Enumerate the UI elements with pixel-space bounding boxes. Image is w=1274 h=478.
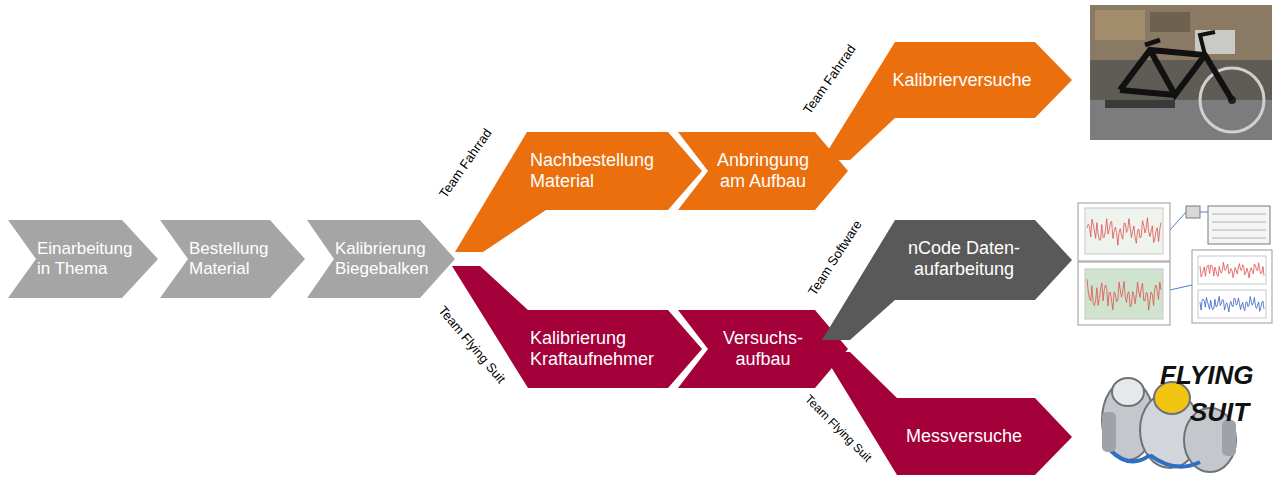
step-label: nCode Daten- aufarbeitung [888,238,1040,280]
ncode-screenshot-part [1085,208,1163,254]
chevron-fill [160,220,305,298]
ncode-screenshot-part [1192,250,1272,323]
signal-traces-part [1200,262,1264,278]
chevron-fill [455,132,702,252]
step-label: Bestellung Material [189,239,285,279]
ncode-screenshot [1078,203,1272,325]
text-area: Kalibrierung Kraftaufnehmer [530,318,666,380]
signal-traces [1087,218,1264,312]
bike-photo-part [1150,12,1190,32]
step-label: Kalibrierung Kraftaufnehmer [530,328,666,370]
bike-photo-part [1145,40,1160,45]
ncode-screenshot-part [1198,290,1266,318]
process-chevron: Anbringung am Aufbau [678,132,848,210]
step-label: Kalibrierung Biegebalken [335,239,433,279]
step-label: Einarbeitung in Thema [37,239,137,279]
signal-traces-part [1087,218,1161,245]
team-label: Team Fahrrad [800,42,859,117]
bike-photo-part [1090,100,1272,140]
step-label: Nachbestellung Material [530,150,666,192]
chevron-fill [307,220,455,298]
bike-photo-part [1095,10,1145,40]
branch-chevron: Nachbestellung Material [455,132,702,252]
text-area: Einarbeitung in Thema [37,226,137,292]
signal-traces-part [1200,296,1264,312]
chevron-fill [822,220,1072,340]
text-area: Bestellung Material [189,226,285,292]
ncode-screenshot-part [1186,206,1200,218]
text-area: Messversuche [888,406,1040,468]
ncode-screenshot-part [1078,203,1170,261]
ncode-screenshot-part [1208,206,1270,244]
chevron-fill [678,132,848,210]
chevron-fill [678,310,848,388]
step-label: Versuchs- aufbau [712,328,814,370]
bike-photo-part [1105,100,1175,108]
ncode-screenshot-part [1085,269,1163,319]
chevron-fill [8,220,158,298]
bike-photo-part [1195,30,1235,54]
bike-photo [1090,5,1272,140]
text-area: Anbringung am Aufbau [712,140,814,202]
bike-photo-part [1090,5,1272,140]
process-chevron: Einarbeitung in Thema [8,220,158,298]
text-area: Nachbestellung Material [530,140,666,202]
branch-chevron: Kalibrierversuche [822,42,1072,160]
step-label: Kalibrierversuche [892,70,1031,91]
text-area: Kalibrierung Biegebalken [335,226,433,292]
ncode-screenshot-part [1212,214,1266,238]
step-label: Anbringung am Aufbau [712,150,814,192]
bike-photo-part [1200,32,1215,55]
branch-chevron: nCode Daten- aufarbeitung [822,220,1072,340]
flying-suit-logo-part [1110,450,1200,467]
signal-traces-part [1087,279,1161,310]
logo-text: SUIT [1190,397,1249,428]
flying-suit-logo-part [1112,378,1144,406]
text-area: Kalibrierversuche [878,50,1046,112]
text-area: nCode Daten- aufarbeitung [888,228,1040,290]
flying-suit-logo-part [1102,412,1116,452]
chevron-shape [822,42,1072,160]
ncode-screenshot-part [1198,256,1266,284]
step-label: Messversuche [906,426,1022,447]
text-area: Versuchs- aufbau [712,318,814,380]
bike-photo-part [1120,50,1232,100]
process-chevron: Bestellung Material [160,220,305,298]
process-chevron: Versuchs- aufbau [678,310,848,388]
process-chevron: Kalibrierung Biegebalken [307,220,455,298]
logo-text: FLYING [1160,360,1253,391]
chevron-fill [822,42,1072,160]
ncode-screenshot-part [1078,262,1170,325]
team-label: Team Fahrrad [436,126,495,201]
